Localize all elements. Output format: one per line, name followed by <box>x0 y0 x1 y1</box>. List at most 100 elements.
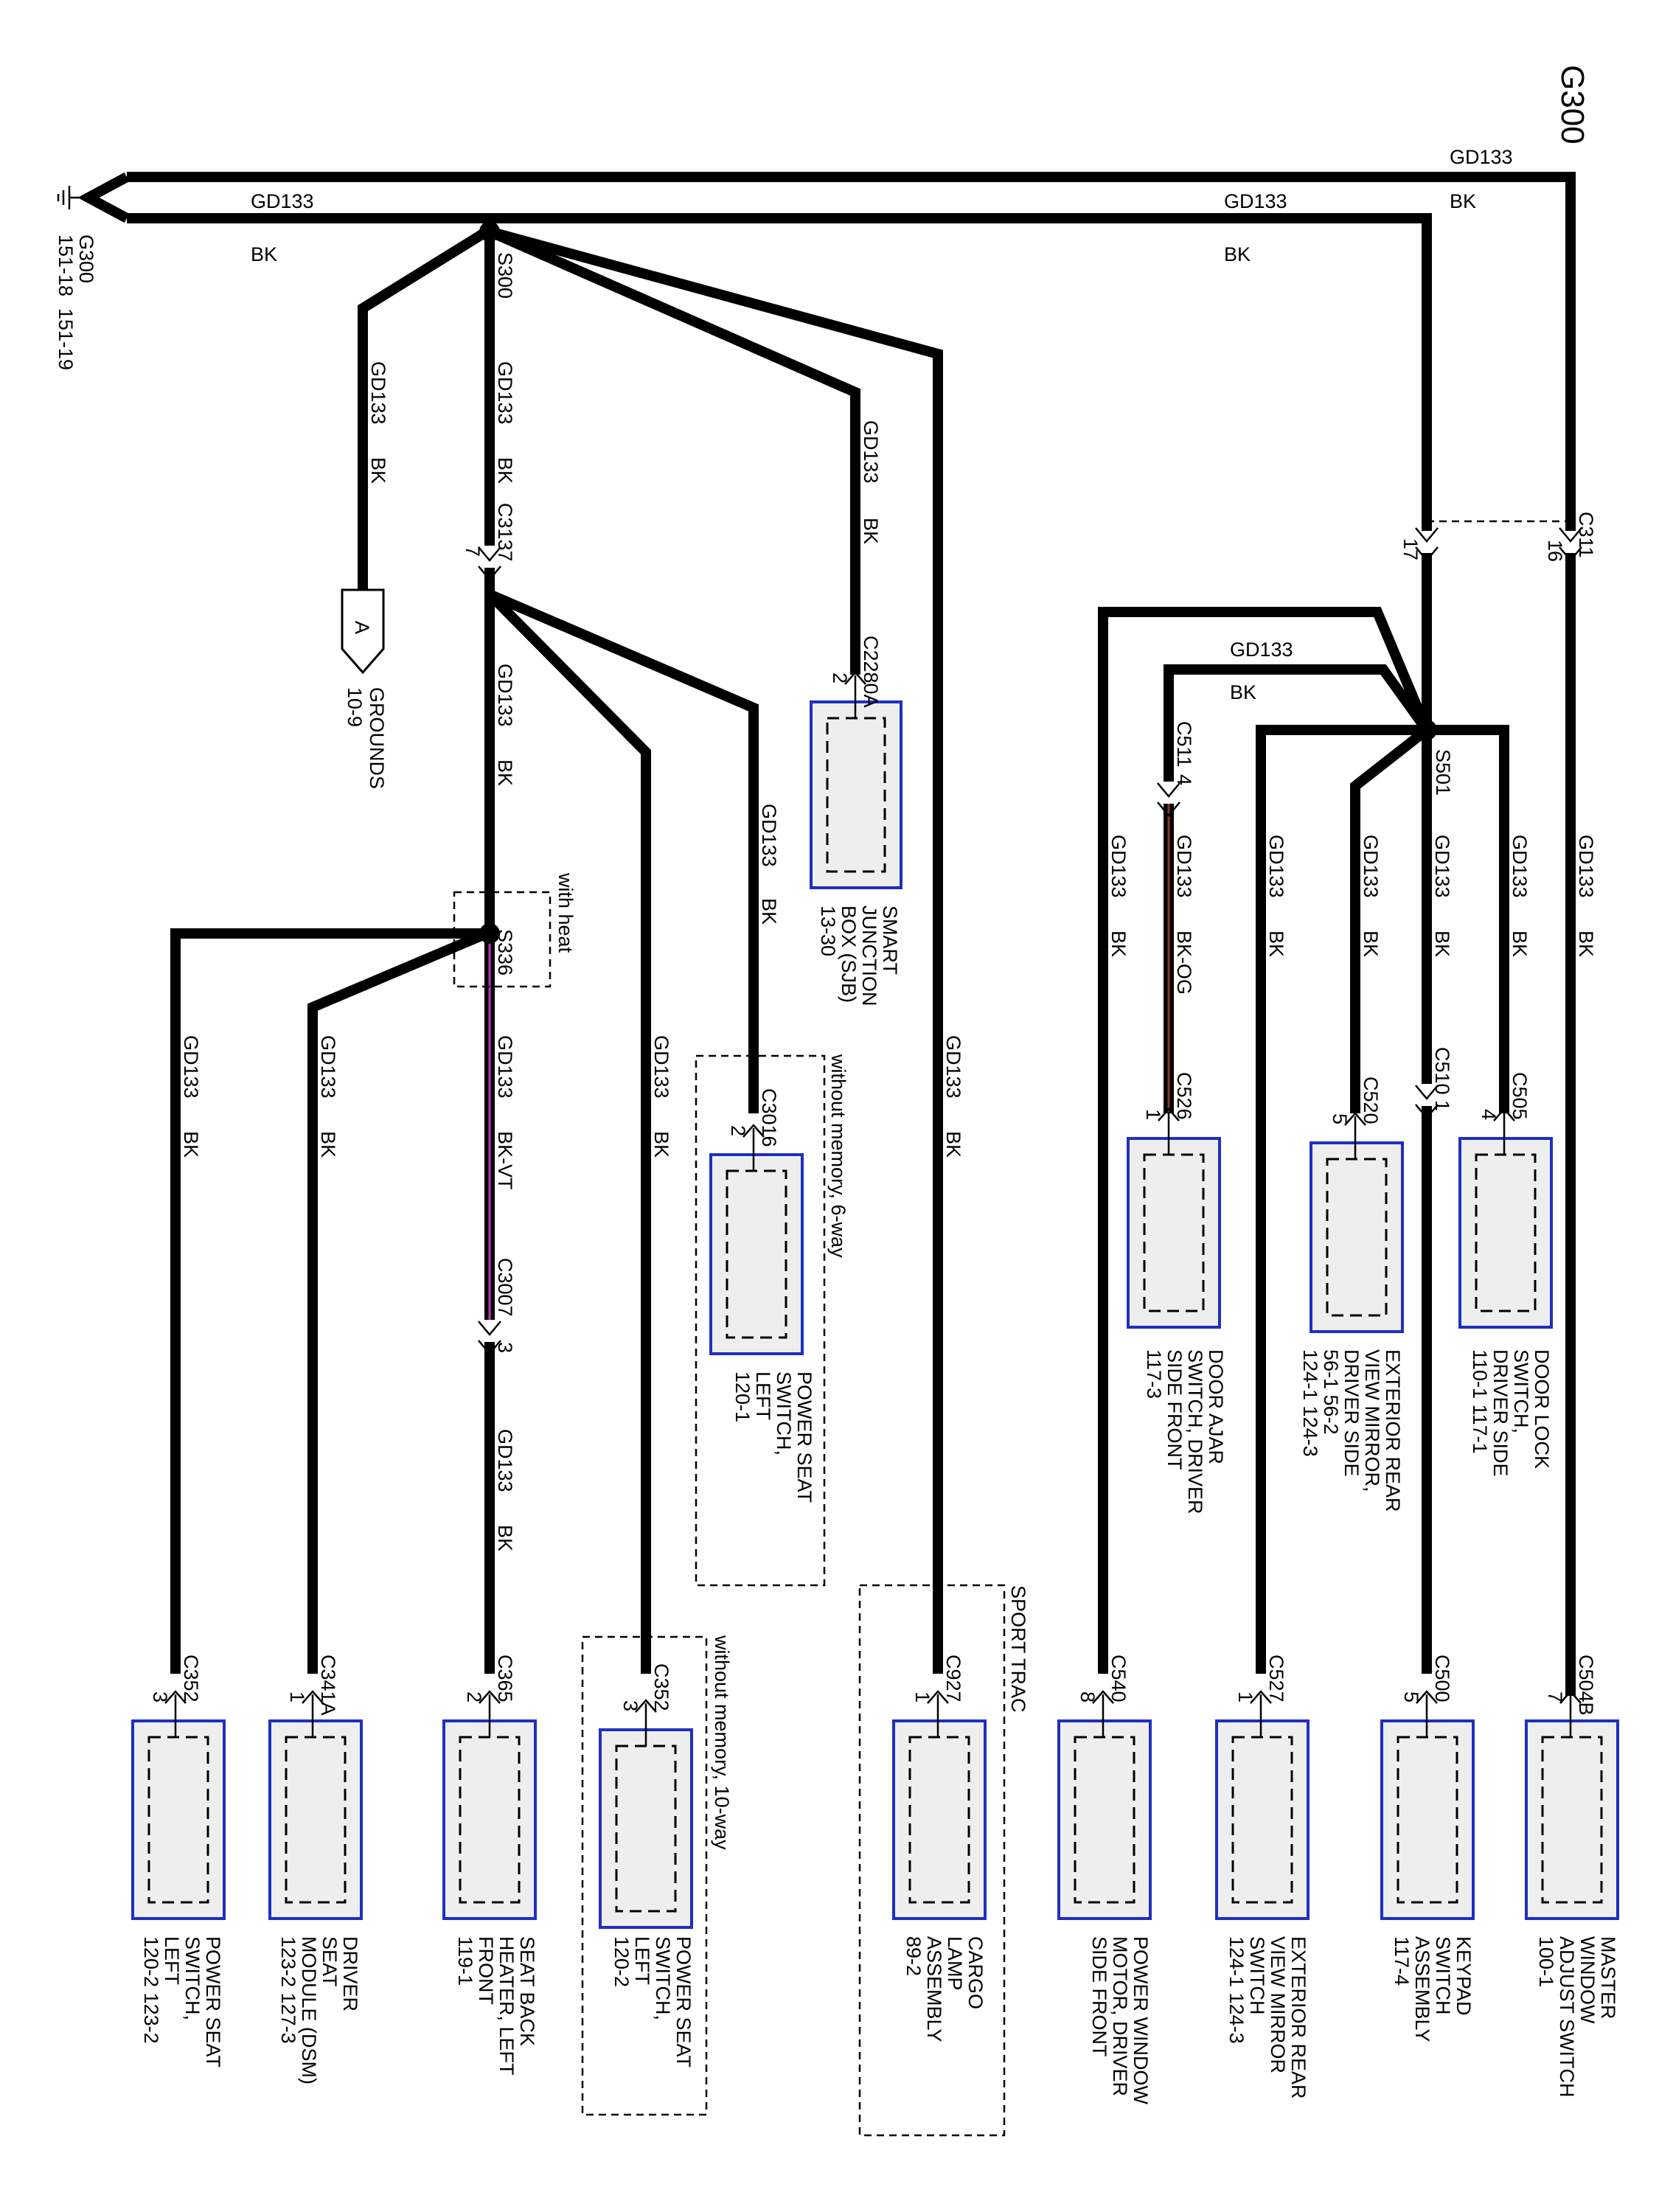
grounds-ref-a: A GROUNDS 10-9 <box>341 588 388 789</box>
connector-c341a: C341A <box>317 1655 339 1716</box>
component-label-line: POWER WINDOW <box>1130 1936 1152 2104</box>
lbl-bk-top: BK <box>1450 190 1476 212</box>
note-without-memory-10way: without memory, 10-way <box>711 1635 733 1850</box>
component-label-line: MASTER <box>1597 1936 1619 2020</box>
splice-s336-label: S336 <box>494 929 516 975</box>
c3007-pin: 3 <box>494 1342 516 1353</box>
ground-label: G300 <box>75 234 97 283</box>
component-box <box>892 1719 987 1920</box>
vlbl-c-mswitch: GD133 <box>1265 835 1287 898</box>
vlbl-c-window: GD133 <box>1107 835 1130 898</box>
component-box <box>131 1719 226 1920</box>
vlbl-bk-pssa: BK <box>180 1131 202 1158</box>
component-label-line: LEFT <box>631 1936 653 1985</box>
vlbl-bk-3137: BK <box>494 759 516 786</box>
component-box <box>1458 1137 1553 1329</box>
component-label-line: 124-1 124-3 <box>1299 1349 1321 1457</box>
wire-power-window <box>1098 607 1432 1674</box>
ground-ref-2: 151-19 <box>55 308 77 370</box>
component-label-line: SWITCH, <box>1510 1349 1532 1433</box>
note-sport-trac: SPORT TRAC <box>1007 1585 1029 1713</box>
splice-s300-label: S300 <box>494 252 516 299</box>
vlbl-c-3137: GD133 <box>494 664 516 727</box>
component-label-line: SIDE FRONT <box>1164 1349 1186 1470</box>
component-label-line: SIDE FRONT <box>1088 1936 1110 2057</box>
ground-ref-1: 151-18 <box>55 234 77 296</box>
vlbl-bk-dsm: BK <box>317 1131 339 1158</box>
vlbl-c-dsm: GD133 <box>317 1035 339 1099</box>
c510-mark <box>1415 1085 1439 1119</box>
component-inner <box>908 1736 970 1904</box>
component-inner <box>285 1736 347 1904</box>
connector-c526: C526 <box>1173 1072 1195 1120</box>
grounds-ref-line2: 10-9 <box>344 687 366 727</box>
component-label-line: POWER SEAT <box>202 1936 224 2067</box>
connector-pin-c526: 1 <box>1142 1109 1164 1120</box>
connector-pin-c540: 8 <box>1077 1691 1099 1703</box>
wire-cargo <box>488 226 943 1674</box>
lbl-bk-s501-top: BK <box>1230 681 1256 703</box>
with-heat-box <box>453 891 552 988</box>
component-box <box>442 1719 537 1920</box>
component-label-line: VIEW MIRROR, <box>1361 1349 1383 1492</box>
component-label-line: HEATER, LEFT <box>495 1936 518 2076</box>
c511-pin: 4 <box>1173 774 1195 785</box>
component-inner <box>1541 1736 1603 1904</box>
component-label-line: EXTERIOR REAR <box>1287 1936 1310 2099</box>
connector-pin-c527: 1 <box>1234 1691 1256 1703</box>
connector-pin-c352a: 3 <box>149 1691 171 1703</box>
component-label-line: LAMP <box>944 1936 966 1991</box>
component-label-line: 13-30 <box>817 905 839 956</box>
diagram-title: G300 <box>1554 65 1590 145</box>
component-box <box>599 1728 693 1929</box>
component-label-line: ASSEMBLY <box>923 1936 945 2042</box>
terminal-mark <box>1493 1107 1515 1121</box>
connector-pin-c500: 5 <box>1400 1691 1422 1703</box>
c510-label: C510 <box>1431 1047 1453 1095</box>
terminal-mark <box>742 1124 765 1138</box>
component-label-line: POWER SEAT <box>672 1936 695 2067</box>
vlbl-bk-cargo: BK <box>942 1131 964 1158</box>
vlbl-c-pss6: GD133 <box>758 804 780 867</box>
vlbl-c-pss10: GD133 <box>650 1035 672 1099</box>
connector-c504b: C504B <box>1575 1655 1597 1716</box>
connector-pin-c3016: 2 <box>727 1125 749 1136</box>
component-label-line: ADJUST SWITCH <box>1556 1936 1578 2098</box>
wire-grounds-a <box>358 227 490 590</box>
connector-c520: C520 <box>1360 1077 1382 1124</box>
connector-c505: C505 <box>1509 1072 1531 1120</box>
option-boxes: without memory, 6-way without memory, 10… <box>581 1054 1029 2137</box>
component-label-line: DRIVER <box>339 1936 361 2011</box>
component-label-line: MOTOR, DRIVER <box>1109 1936 1131 2096</box>
box-without-memory-6way <box>695 1054 826 1587</box>
component-label-line: 117-3 <box>1143 1349 1165 1399</box>
connector-c527: C527 <box>1265 1655 1287 1703</box>
vlbl-c-master: GD133 <box>1575 835 1597 898</box>
vlbl-bk-sjb: BK <box>860 518 882 544</box>
component-label-line: ASSEMBLY <box>1411 1936 1433 2042</box>
connector-c2280a: C2280A <box>860 636 882 708</box>
vlbl-c-og: GD133 <box>1173 835 1195 898</box>
box-sport-trac <box>858 1584 1006 2137</box>
component-label-line: 117-4 <box>1391 1936 1413 1986</box>
wire-sjb <box>487 226 860 675</box>
component-box <box>268 1719 363 1920</box>
terminal-mark <box>1092 1690 1114 1704</box>
c3137-label: C3137 <box>494 503 516 562</box>
component-box <box>810 700 902 889</box>
vlbl-c-s300: GD133 <box>494 361 516 425</box>
component-inner <box>1143 1153 1205 1312</box>
wire-door-ajar <box>1164 664 1431 782</box>
vlbl-c-cargo: GD133 <box>942 1035 964 1099</box>
component-label-line: DRIVER SIDE <box>1489 1349 1512 1477</box>
vlbl-bk-mirror: BK <box>1360 931 1382 957</box>
vlbl-c-vt: GD133 <box>494 1035 516 1099</box>
